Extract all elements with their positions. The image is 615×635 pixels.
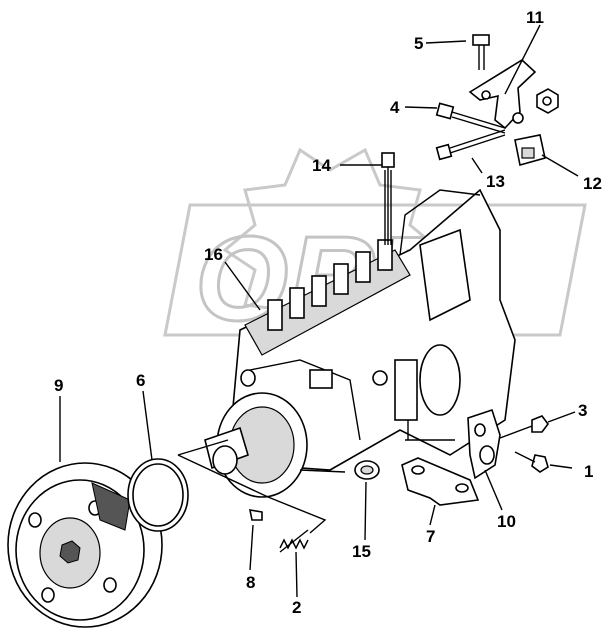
bracket-10 [467,408,501,480]
nut [536,88,559,114]
callout-14: 14 [312,156,331,175]
callout-9: 9 [54,376,63,395]
callout-16: 16 [204,245,223,264]
callout-3: 3 [578,401,587,420]
leader-lines [59,24,579,598]
bolt-1 [514,451,549,473]
pump-flange [204,392,308,498]
callout-10: 10 [497,512,516,531]
callout-5: 5 [414,34,423,53]
drive-pulley [7,462,163,628]
spring-2 [279,529,309,553]
callout-11: 11 [526,8,544,27]
callout-6: 6 [136,371,145,390]
callout-1: 1 [584,462,593,481]
assembly-lines [177,420,455,534]
callout-7: 7 [426,527,435,546]
bolt-5 [472,34,490,70]
callout-12: 12 [583,174,602,193]
callout-13: 13 [486,172,505,191]
o-ring [127,458,189,532]
callout-15: 15 [352,542,371,561]
clip-12 [514,134,546,167]
bracket-7 [401,457,480,506]
bracket-11 [468,59,537,130]
bolt-13 [435,129,506,161]
delivery-valves [267,239,393,331]
washer-15 [354,460,380,480]
bolt-14 [381,152,395,245]
callout-2: 2 [292,598,301,617]
callout-8: 8 [246,573,255,592]
bolt-4 [435,102,506,134]
callout-labels: 1 2 3 4 5 6 7 8 9 10 11 12 13 14 15 16 [54,8,602,617]
callout-4: 4 [390,98,400,117]
woodruff-key-8 [248,509,263,521]
injection-pump [204,188,516,498]
bolt-3 [499,415,549,439]
